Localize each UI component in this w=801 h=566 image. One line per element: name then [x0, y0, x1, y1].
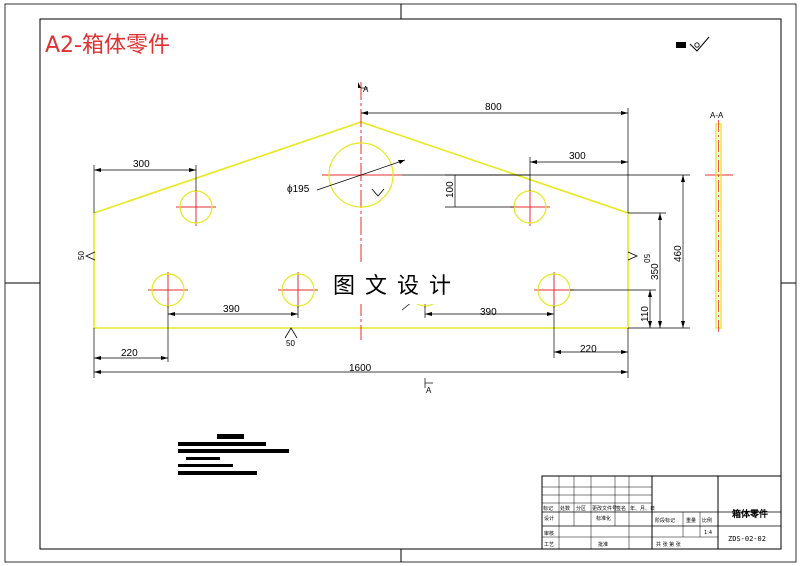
- roughness-left-icon: 50: [77, 251, 96, 261]
- tb-date: 年、月、日: [630, 505, 655, 512]
- roughness-general-icon: [676, 36, 710, 52]
- dimension-arrows: [94, 82, 685, 374]
- tb-ratio: 比例: [702, 517, 712, 524]
- tb-review: 审核: [544, 530, 554, 537]
- dim-110: 110: [640, 306, 651, 322]
- section-mark-bottom: A: [426, 386, 432, 395]
- tb-drawing-no: ZDS-02-02: [728, 535, 766, 543]
- watermark-box: [326, 262, 474, 304]
- tb-mark: 标记: [543, 505, 553, 512]
- tb-count: 处数: [560, 505, 570, 512]
- drawing-title: A2-箱体零件: [45, 33, 170, 58]
- tb-part-name: 箱体零件: [732, 508, 768, 520]
- dim-300-left: 300: [133, 159, 150, 170]
- section-mark-top: A: [363, 85, 369, 94]
- section-view-aa: A-A: [710, 111, 724, 332]
- section-label: A-A: [710, 111, 724, 120]
- dim-300-right: 300: [569, 151, 586, 162]
- dim-220-right: 220: [580, 344, 597, 355]
- tb-sheets: 共 张 第 张: [656, 541, 681, 548]
- dim-390-left: 390: [223, 304, 240, 315]
- tb-zone: 分区: [576, 505, 586, 512]
- dim-100: 100: [445, 181, 456, 198]
- hole-center-large: [328, 142, 394, 208]
- dim-460: 460: [673, 245, 684, 262]
- roughness-right-icon: 50: [627, 251, 651, 263]
- roughness-right-value: 50: [642, 254, 651, 263]
- tb-change-doc: 更改文件号: [592, 505, 617, 512]
- technical-notes-redacted: [178, 434, 289, 475]
- title-block: [541, 475, 782, 550]
- tb-weight: 重量: [686, 517, 696, 524]
- part-outline: [93, 121, 629, 329]
- dim-220-left: 220: [121, 348, 138, 359]
- watermark: 图文设计: [333, 274, 461, 299]
- dim-390-right: 390: [480, 307, 497, 318]
- tb-sign: 签名: [616, 505, 626, 512]
- tb-approve: 批准: [598, 541, 608, 548]
- dim-350: 350: [650, 263, 661, 280]
- tb-standard: 标准化: [596, 515, 611, 522]
- tb-scale-value: 1:4: [704, 530, 712, 536]
- dim-diameter: ϕ195: [287, 184, 310, 195]
- drawing-frame: [4, 3, 797, 563]
- tb-stage: 阶段标记: [655, 517, 675, 524]
- dim-800: 800: [485, 102, 502, 113]
- dimension-lines: [93, 87, 690, 388]
- dim-1600: 1600: [349, 363, 372, 374]
- roughness-bottom-icon: 50: [284, 327, 298, 348]
- roughness-center-icon: [371, 188, 385, 197]
- tb-design: 设计: [544, 515, 554, 522]
- roughness-bottom-value: 50: [286, 339, 295, 348]
- roughness-left-value: 50: [77, 251, 86, 260]
- tb-process: 工艺: [544, 542, 554, 548]
